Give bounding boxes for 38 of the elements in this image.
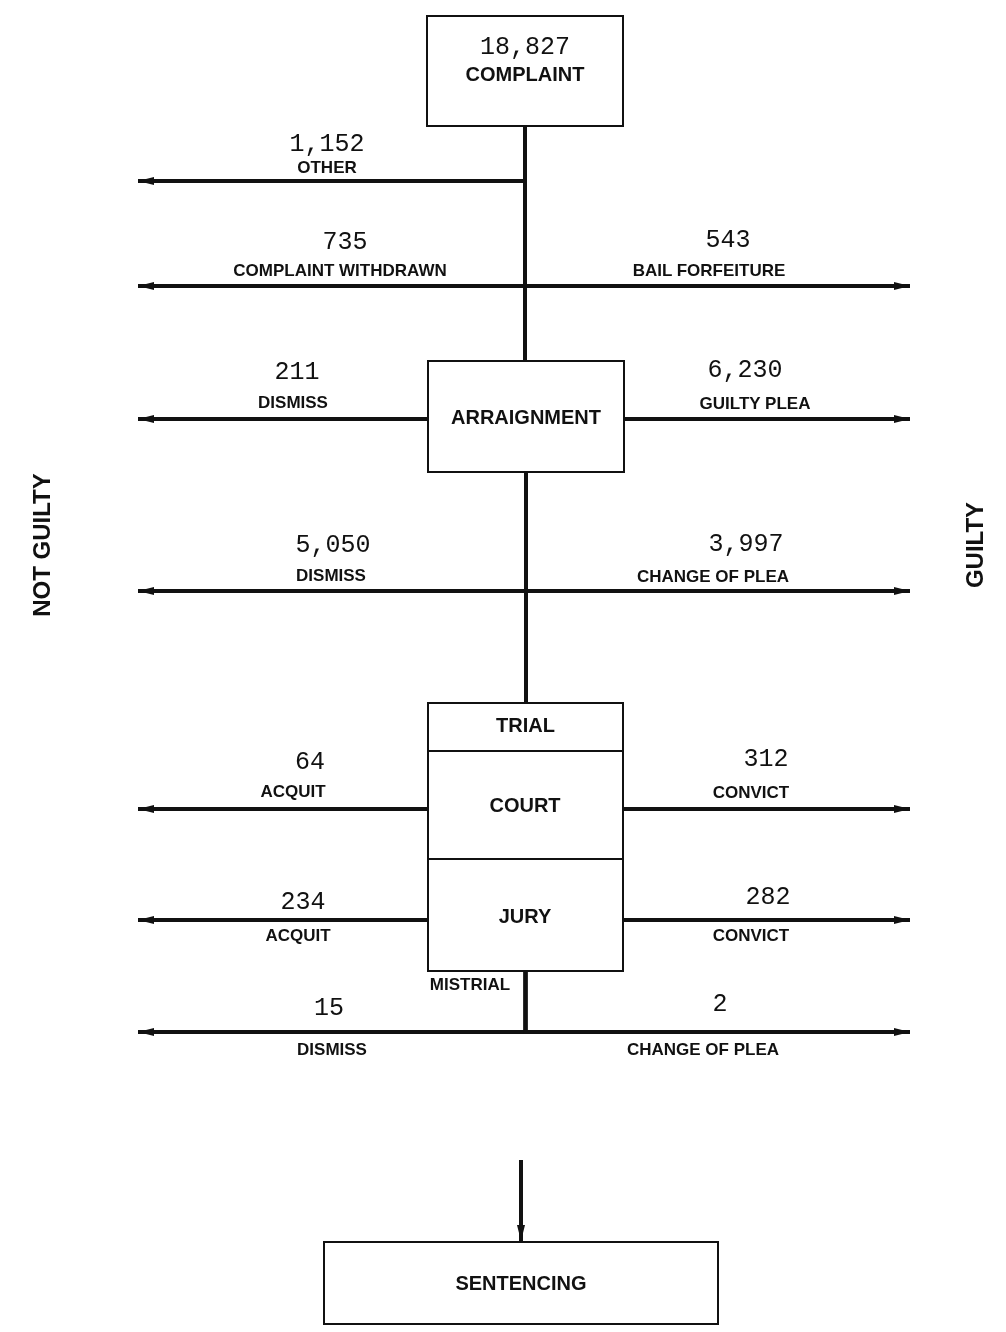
count-label: 64: [295, 749, 325, 777]
process-box: [426, 15, 624, 127]
box-label: COURT: [488, 793, 562, 816]
arrow: [517, 1160, 525, 1241]
count-label: 234: [280, 889, 326, 917]
process-box: [427, 702, 624, 972]
count-label: 282: [745, 884, 791, 912]
box-label: ARRAIGNMENT: [450, 405, 602, 428]
count-label: 2: [712, 991, 728, 1019]
arrow: [523, 972, 910, 1036]
arrow: [138, 415, 427, 423]
arrow: [523, 127, 910, 290]
count-label: 312: [743, 746, 789, 774]
box-label: JURY: [497, 904, 553, 927]
count-label: 543: [705, 227, 751, 255]
side-heading: NOT GUILTY: [28, 473, 56, 617]
arrow: [138, 805, 427, 813]
box-label: SENTENCING: [454, 1271, 588, 1295]
process-box: [427, 360, 625, 473]
count-label: 211: [274, 359, 320, 387]
process-box: [323, 1241, 719, 1325]
count-label: 1,152: [289, 131, 365, 159]
count-label: 5,050: [295, 532, 371, 560]
count-label: 735: [322, 229, 368, 257]
arrow: [625, 415, 910, 423]
arrow: [138, 916, 427, 924]
arrow: [624, 916, 910, 924]
box-heading: TRIAL: [495, 714, 556, 737]
edge-label: ACQUIT: [263, 926, 333, 946]
count-label: 15: [314, 995, 344, 1023]
count-label: 3,997: [708, 531, 784, 559]
count-label: 18,827: [479, 33, 571, 62]
arrow: [524, 473, 910, 595]
edge-label: ACQUIT: [258, 782, 328, 802]
side-heading: GUILTY: [961, 501, 989, 589]
arrow: [624, 805, 910, 813]
count-label: 6,230: [707, 357, 783, 385]
box-label: COMPLAINT: [464, 63, 586, 86]
